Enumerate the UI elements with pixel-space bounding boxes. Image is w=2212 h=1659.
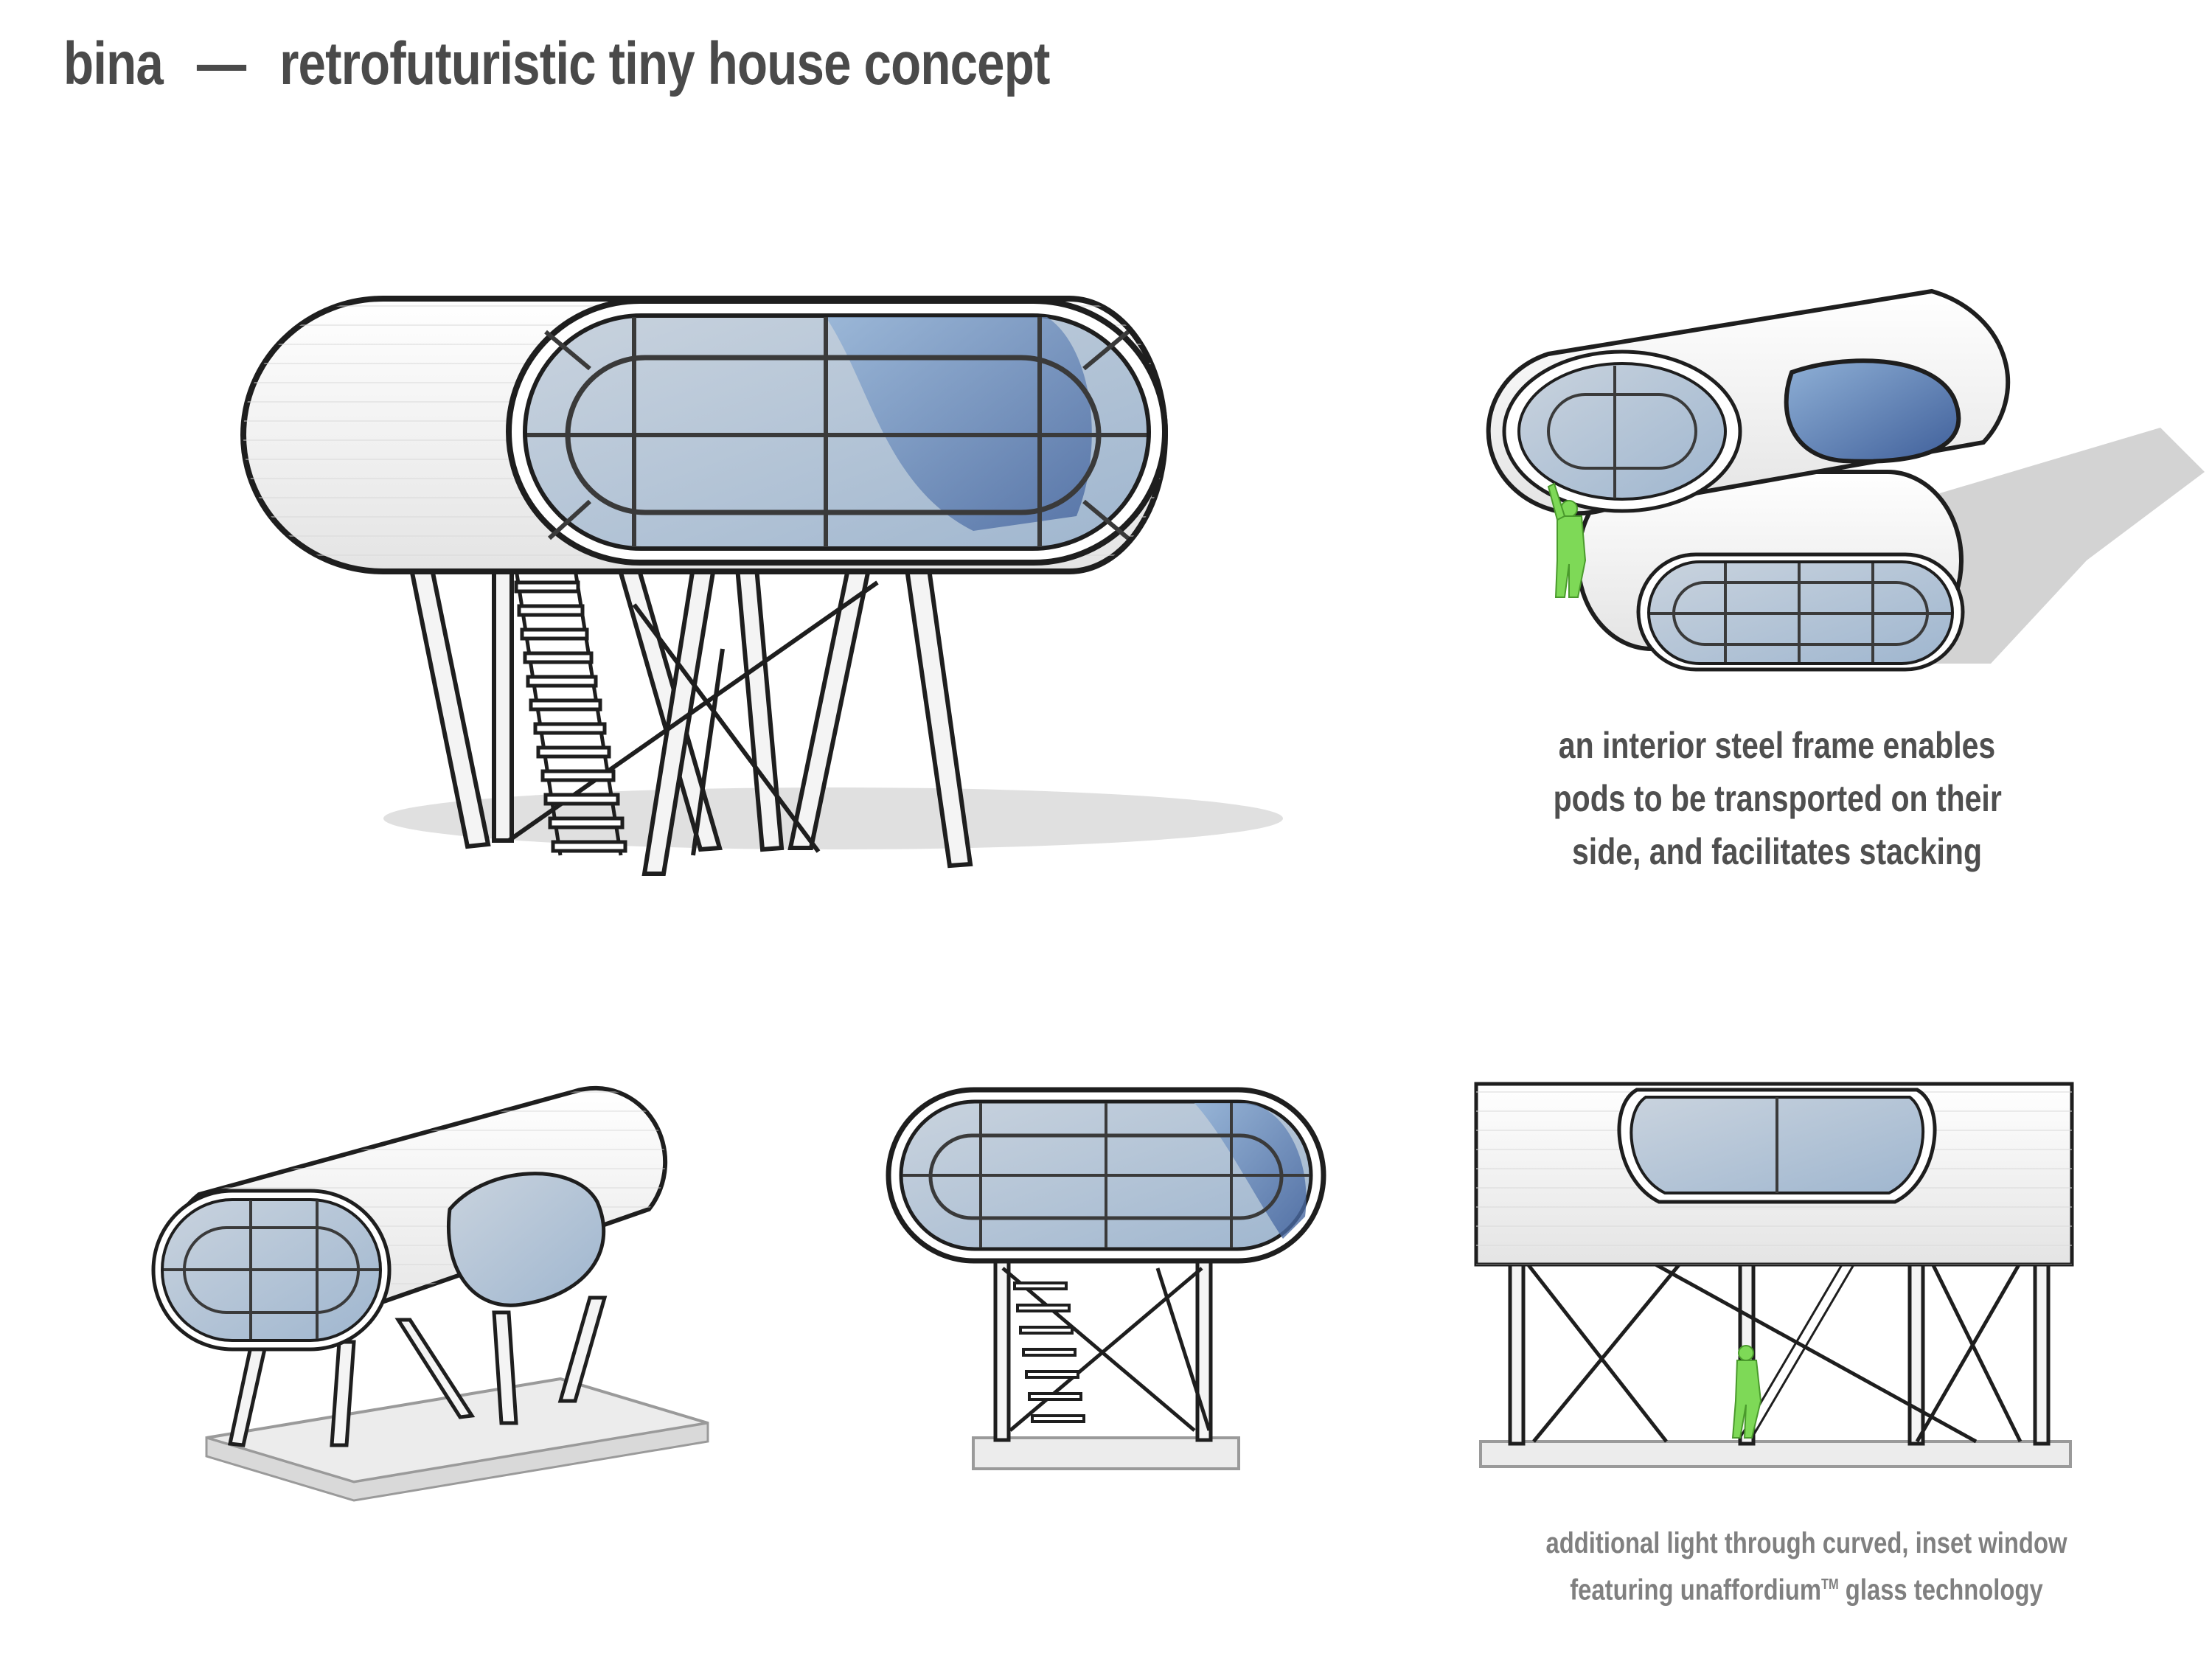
window-caption-line: additional light through curved, inset w… [1545, 1527, 2067, 1559]
window-caption-suffix: glass technology [1838, 1573, 2043, 1607]
iso-side-window [447, 1172, 606, 1307]
title-separator: — [196, 30, 246, 97]
stacking-caption-line: pods to be transported on their [1553, 778, 2002, 819]
window-caption-prefix: featuring unaffordium [1570, 1573, 1822, 1607]
ground-shadow [383, 787, 1283, 849]
window-caption: additional light through curved, inset w… [1504, 1523, 2109, 1610]
iso-view [151, 1085, 709, 1502]
stacking-caption-line: an interior steel frame enables [1558, 725, 1996, 766]
iso-legs [227, 1295, 608, 1447]
upper-pod-window [1784, 358, 1961, 464]
stacking-caption: an interior steel frame enables pods to … [1553, 719, 2002, 878]
side-view [1474, 1082, 2074, 1468]
side-base [1479, 1440, 2072, 1468]
page-title: bina — retrofuturistic tiny house concept [63, 29, 1050, 99]
side-person-figure [1731, 1345, 1762, 1439]
front-view [886, 1087, 1326, 1470]
front-stairs [1013, 1281, 1085, 1423]
window-caption-line: featuring unaffordiumTM glass technology [1504, 1564, 2109, 1610]
title-name: bina [63, 30, 164, 97]
trademark-mark: TM [1821, 1576, 1839, 1593]
stacked-pods-view [1486, 288, 2205, 672]
stacking-caption-line: side, and facilitates stacking [1572, 831, 1982, 872]
stairs [514, 568, 627, 856]
window-mullions [527, 317, 1147, 547]
title-subtitle: retrofuturistic tiny house concept [279, 30, 1050, 97]
person-figure [1547, 482, 1587, 598]
main-perspective-view [240, 296, 1283, 876]
front-base [972, 1436, 1240, 1470]
side-legs [1508, 1260, 2051, 1446]
